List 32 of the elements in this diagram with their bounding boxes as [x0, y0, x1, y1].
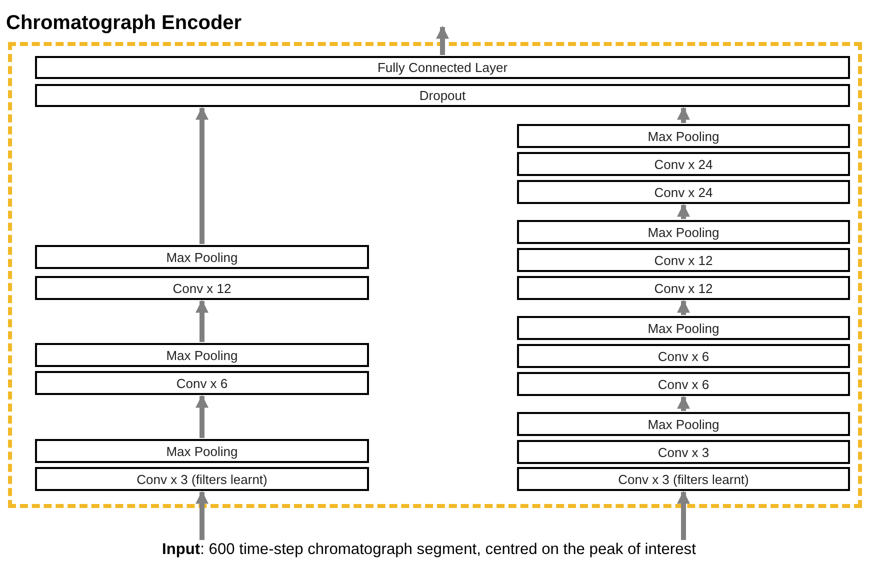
arrow: [677, 300, 690, 315]
arrow: [436, 26, 449, 55]
layer-box: Max Pooling: [517, 220, 850, 244]
layer-box: Max Pooling: [517, 412, 850, 436]
layer-box: Conv x 24: [517, 152, 850, 176]
layer-box: Conv x 12: [517, 248, 850, 272]
layer-box: Dropout: [35, 84, 850, 107]
arrow: [677, 396, 690, 411]
arrow: [196, 300, 208, 342]
arrow: [196, 394, 208, 438]
layer-box: Conv x 6: [35, 371, 369, 395]
group-title: Chromatograph Encoder: [6, 12, 242, 35]
arrow: [677, 106, 690, 123]
layer-box: Conv x 24: [517, 180, 850, 204]
layer-box: Conv x 3: [517, 440, 850, 464]
layer-box: Conv x 3 (filters learnt): [35, 467, 369, 491]
layer-box: Conv x 12: [35, 276, 369, 300]
layer-box: Max Pooling: [517, 124, 850, 148]
arrow: [677, 204, 690, 219]
layer-box: Max Pooling: [35, 343, 369, 367]
arrow: [196, 490, 208, 540]
layer-box: Fully Connected Layer: [35, 56, 850, 79]
input-caption: Input: 600 time-step chromatograph segment, centred on the peak of interest: [162, 541, 722, 559]
layer-box: Conv x 12: [517, 276, 850, 300]
layer-box: Max Pooling: [517, 316, 850, 340]
layer-box: Max Pooling: [35, 245, 369, 269]
layer-box: Conv x 6: [517, 344, 850, 368]
arrow: [196, 106, 208, 244]
arrow: [677, 490, 690, 540]
layer-box: Conv x 6: [517, 372, 850, 396]
layer-box: Conv x 3 (filters learnt): [517, 467, 850, 491]
layer-box: Max Pooling: [35, 439, 369, 463]
